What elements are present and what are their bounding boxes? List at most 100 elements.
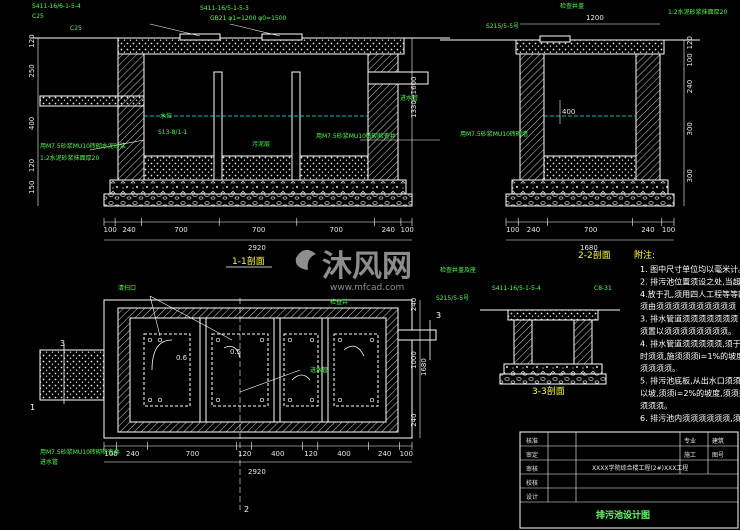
plan-partition-b xyxy=(273,317,281,423)
s11-tech-code: S13-8/1-1 xyxy=(158,129,187,136)
plan-bolt-6 xyxy=(215,397,221,403)
plan-bolt-14 xyxy=(337,397,343,403)
watermark-text: 沐风网 xyxy=(322,249,412,284)
s33-foundation xyxy=(499,373,607,385)
s11-code-left: S411-16/6-1-5-4 xyxy=(32,3,81,10)
plan-right-dim-0: 240 xyxy=(410,298,418,311)
section-1-1: S411-16/6-1-5-4 C25 S411-16/5-1-5-3 GB21… xyxy=(28,3,450,268)
s11-left-dim-2: 400 xyxy=(28,117,36,130)
tb-col-a: 专业 xyxy=(684,437,696,445)
s11-sludge-1 xyxy=(143,155,215,181)
tb-project: XXXX学院综合楼工程(2#)XXX工程 xyxy=(592,464,688,472)
s33-left-wall xyxy=(513,319,533,365)
s11-inlet-pipe xyxy=(39,95,145,107)
s22-right-dim-3: 300 xyxy=(686,122,694,135)
s22-right-dim-0: 120 xyxy=(686,36,694,49)
s11-leader-c xyxy=(89,139,145,151)
s33-right-wall xyxy=(573,319,593,365)
s11-water-level: 水位 xyxy=(160,112,172,120)
plan-bolt-3 xyxy=(157,397,163,403)
s22-dim-top: 1200 xyxy=(586,14,604,22)
plan-marker-3-left: 3 xyxy=(60,339,65,348)
s22-floor xyxy=(511,179,669,195)
s33-title: 3-3剖面 xyxy=(532,385,565,397)
note-line-1: 2. 排污池位置须设之处,当超上 xyxy=(640,276,740,286)
s11-well-note: 用M7.5砂浆MU10砖砌检查井 xyxy=(316,132,396,140)
plan-view: 清扫口 进水管 0.6 0.5 检查井 用M7.5砂浆MU10砖砌检查井 进水管… xyxy=(30,284,441,514)
s22-top-label: 检查井盖 xyxy=(560,2,584,10)
s11-manhole-cover-a xyxy=(179,33,221,41)
s11-dim-2: 700 xyxy=(174,226,187,234)
plan-bottom-note2: 进水管 xyxy=(40,458,58,466)
plan-right-dim-2: 240 xyxy=(410,413,418,426)
plan-bolt-5 xyxy=(259,337,265,343)
tb-row-1: 审定 xyxy=(526,451,538,459)
note-line-7: 时须须,施须须须i=1%的坡度,须 xyxy=(640,351,740,361)
plan-chamber-4 xyxy=(333,333,379,407)
s11-partition-a xyxy=(213,71,223,181)
s11-dim-right: 1330~1600 xyxy=(410,77,418,119)
s11-dim-0: 100 xyxy=(104,226,117,234)
s11-manhole-cover-b xyxy=(261,33,303,41)
s11-top-mid-sub: C25 xyxy=(70,25,82,32)
note-line-8: 须须须须。 xyxy=(640,364,680,373)
plan-bottom-note: 用M7.5砂浆MU10砖砌检查井 xyxy=(40,448,120,456)
plan-chamber-3 xyxy=(283,333,319,407)
s33-code-a: S411-16/5-1-5-4 xyxy=(492,285,541,292)
plan-leader-c xyxy=(239,369,301,393)
plan-outlet-pipe xyxy=(397,329,437,341)
s22-title: 2-2剖面 xyxy=(578,249,611,261)
s11-plaster-note: 1:2水泥砂浆抹面厚20 xyxy=(40,154,99,162)
notes-block: 附注: 1. 图中尺寸单位均以毫米计。2. 排污池位置须设之处,当超上4.放于孔… xyxy=(634,249,740,423)
s22-dim-4: 100 xyxy=(662,226,675,234)
tb-row-0: 核准 xyxy=(526,437,538,445)
tb-col-b: 建筑 xyxy=(712,437,724,445)
s11-dim-3: 700 xyxy=(252,226,265,234)
s33-code-b: C8-31 xyxy=(594,285,612,292)
s22-right-dim-1: 100 xyxy=(686,53,694,66)
s22-dim-ticks xyxy=(505,218,675,226)
plan-flow-arrow-4 xyxy=(343,345,365,357)
plan-partition-a xyxy=(199,317,207,423)
watermark-logo-icon xyxy=(295,249,316,270)
section-3-3: S411-16/5-1-5-4 C8-31 S215/5-5号 检查井盖及座 3… xyxy=(436,266,620,397)
s11-left-dim-1: 250 xyxy=(28,64,36,77)
plan-bolt-12 xyxy=(337,337,343,343)
s22-right-dim-4: 300 xyxy=(686,169,694,182)
plan-mh-a: 检查井 xyxy=(330,298,348,306)
plan-bolt-10 xyxy=(287,397,293,403)
s11-foundation xyxy=(103,193,413,207)
s11-left-dim-3: 120 xyxy=(28,159,36,172)
plan-interior-b: 0.5 xyxy=(230,348,241,356)
note-line-12: 6. 排污池内须须须须须须,须须 xyxy=(640,413,740,423)
s33-top: 检查井盖及座 xyxy=(440,266,476,274)
s22-dim-3: 240 xyxy=(641,226,654,234)
s11-leader-a xyxy=(149,23,201,37)
s11-mid-note: 污泥层 xyxy=(252,140,270,148)
s11-dim-ticks xyxy=(103,218,413,226)
s22-depth: 400 xyxy=(562,108,575,116)
plan-bolt-0 xyxy=(147,337,153,343)
plan-dim-ticks xyxy=(103,442,413,450)
note-line-11: 须须须。 xyxy=(640,401,672,410)
s11-sludge-3 xyxy=(299,155,369,181)
note-line-6: 4. 排水管道须须须须须,须于须 xyxy=(640,338,740,348)
s11-sludge-2 xyxy=(221,155,293,181)
s33-cover: S215/5-5号 xyxy=(436,295,469,302)
s11-dim-1: 240 xyxy=(122,226,135,234)
s11-left-wall xyxy=(117,53,145,181)
plan-total: 2920 xyxy=(248,468,266,476)
plan-bolt-7 xyxy=(259,397,265,403)
tb-row-2: 审核 xyxy=(526,465,538,473)
s22-wall-note: 用M7.5砂浆MU10砖砌墙 xyxy=(460,130,528,138)
plan-flow-arrow-1 xyxy=(151,339,173,371)
s22-dim-0: 100 xyxy=(506,226,519,234)
title-block-frame xyxy=(519,431,739,529)
watermark-url: www.mfcad.com xyxy=(330,283,404,293)
tb-col-d: 图号 xyxy=(712,452,724,459)
